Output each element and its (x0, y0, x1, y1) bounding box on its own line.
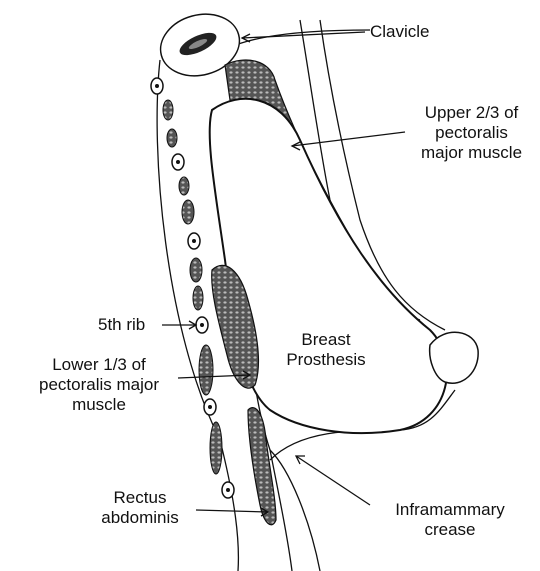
inframammary-crease-label: Inframammary crease (375, 500, 525, 540)
upper-pectoralis-label: Upper 2/3 of pectoralis major muscle (404, 103, 539, 163)
rectus-abdominis-arrow (196, 510, 268, 512)
breast-prosthesis-line-2: Prosthesis (276, 350, 376, 370)
upper-pectoralis-line-2: pectoralis (404, 123, 539, 143)
upper-pectoralis-arrow (292, 132, 405, 146)
fifth-rib-label: 5th rib (98, 315, 145, 335)
nipple (430, 332, 478, 383)
rectus-abdominis-label: Rectus abdominis (90, 488, 190, 528)
lower-pectoralis-label: Lower 1/3 of pectoralis major muscle (20, 355, 178, 415)
lower-pectoralis-line-3: muscle (20, 395, 178, 415)
inframammary-crease-line-2: crease (375, 520, 525, 540)
lower-pectoralis-line-1: Lower 1/3 of (20, 355, 178, 375)
lower-pectoralis-line-2: pectoralis major (20, 375, 178, 395)
upper-pectoralis-line-1: Upper 2/3 of (404, 103, 539, 123)
rectus-abdominis-line-1: Rectus (90, 488, 190, 508)
inframammary-arrow (296, 456, 370, 505)
rectus-abdominis-muscle (248, 408, 276, 525)
breast-prosthesis-label: Breast Prosthesis (276, 330, 376, 370)
upper-pectoralis-line-3: major muscle (404, 143, 539, 163)
inframammary-crease-line-1: Inframammary (375, 500, 525, 520)
breast-prosthesis-line-1: Breast (276, 330, 376, 350)
clavicle-label: Clavicle (370, 22, 430, 42)
rectus-abdominis-line-2: abdominis (90, 508, 190, 528)
